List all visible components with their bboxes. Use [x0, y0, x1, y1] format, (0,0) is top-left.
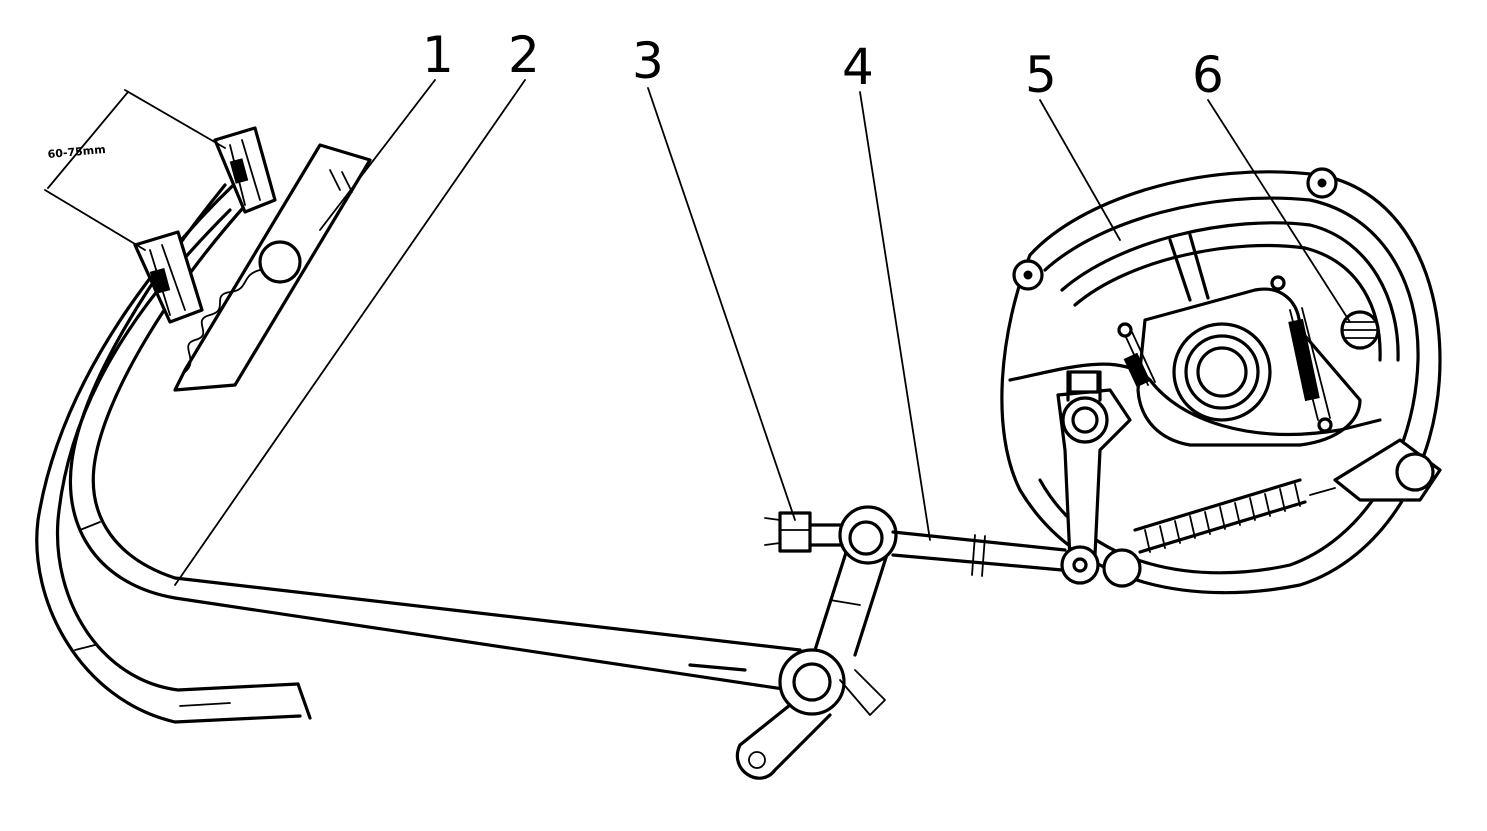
dimension-label: 60-75mm [47, 143, 106, 161]
callout-4: 4 [842, 38, 874, 96]
adjuster-screw [1340, 310, 1380, 350]
brake-rod [891, 530, 1067, 577]
latch-clip-lower [133, 230, 204, 324]
callout-6: 6 [1192, 46, 1224, 104]
bellcrank-lever [735, 505, 898, 780]
callout-3: 3 [632, 32, 664, 90]
return-spring [1102, 438, 1442, 588]
callout-5: 5 [1025, 46, 1057, 104]
adjusting-nut [764, 511, 844, 553]
callout-labels: 1 2 3 4 5 6 [422, 26, 1224, 104]
pedal-mount-plate [173, 143, 372, 392]
callout-2: 2 [508, 26, 540, 84]
dimension-annotation: 60-75mm [44, 89, 226, 251]
latch-clip-upper [213, 126, 277, 214]
brake-cam-lever [1056, 370, 1132, 585]
leader-lines [174, 79, 1351, 586]
brake-drum-assembly [1000, 167, 1442, 595]
callout-1: 1 [422, 26, 454, 84]
